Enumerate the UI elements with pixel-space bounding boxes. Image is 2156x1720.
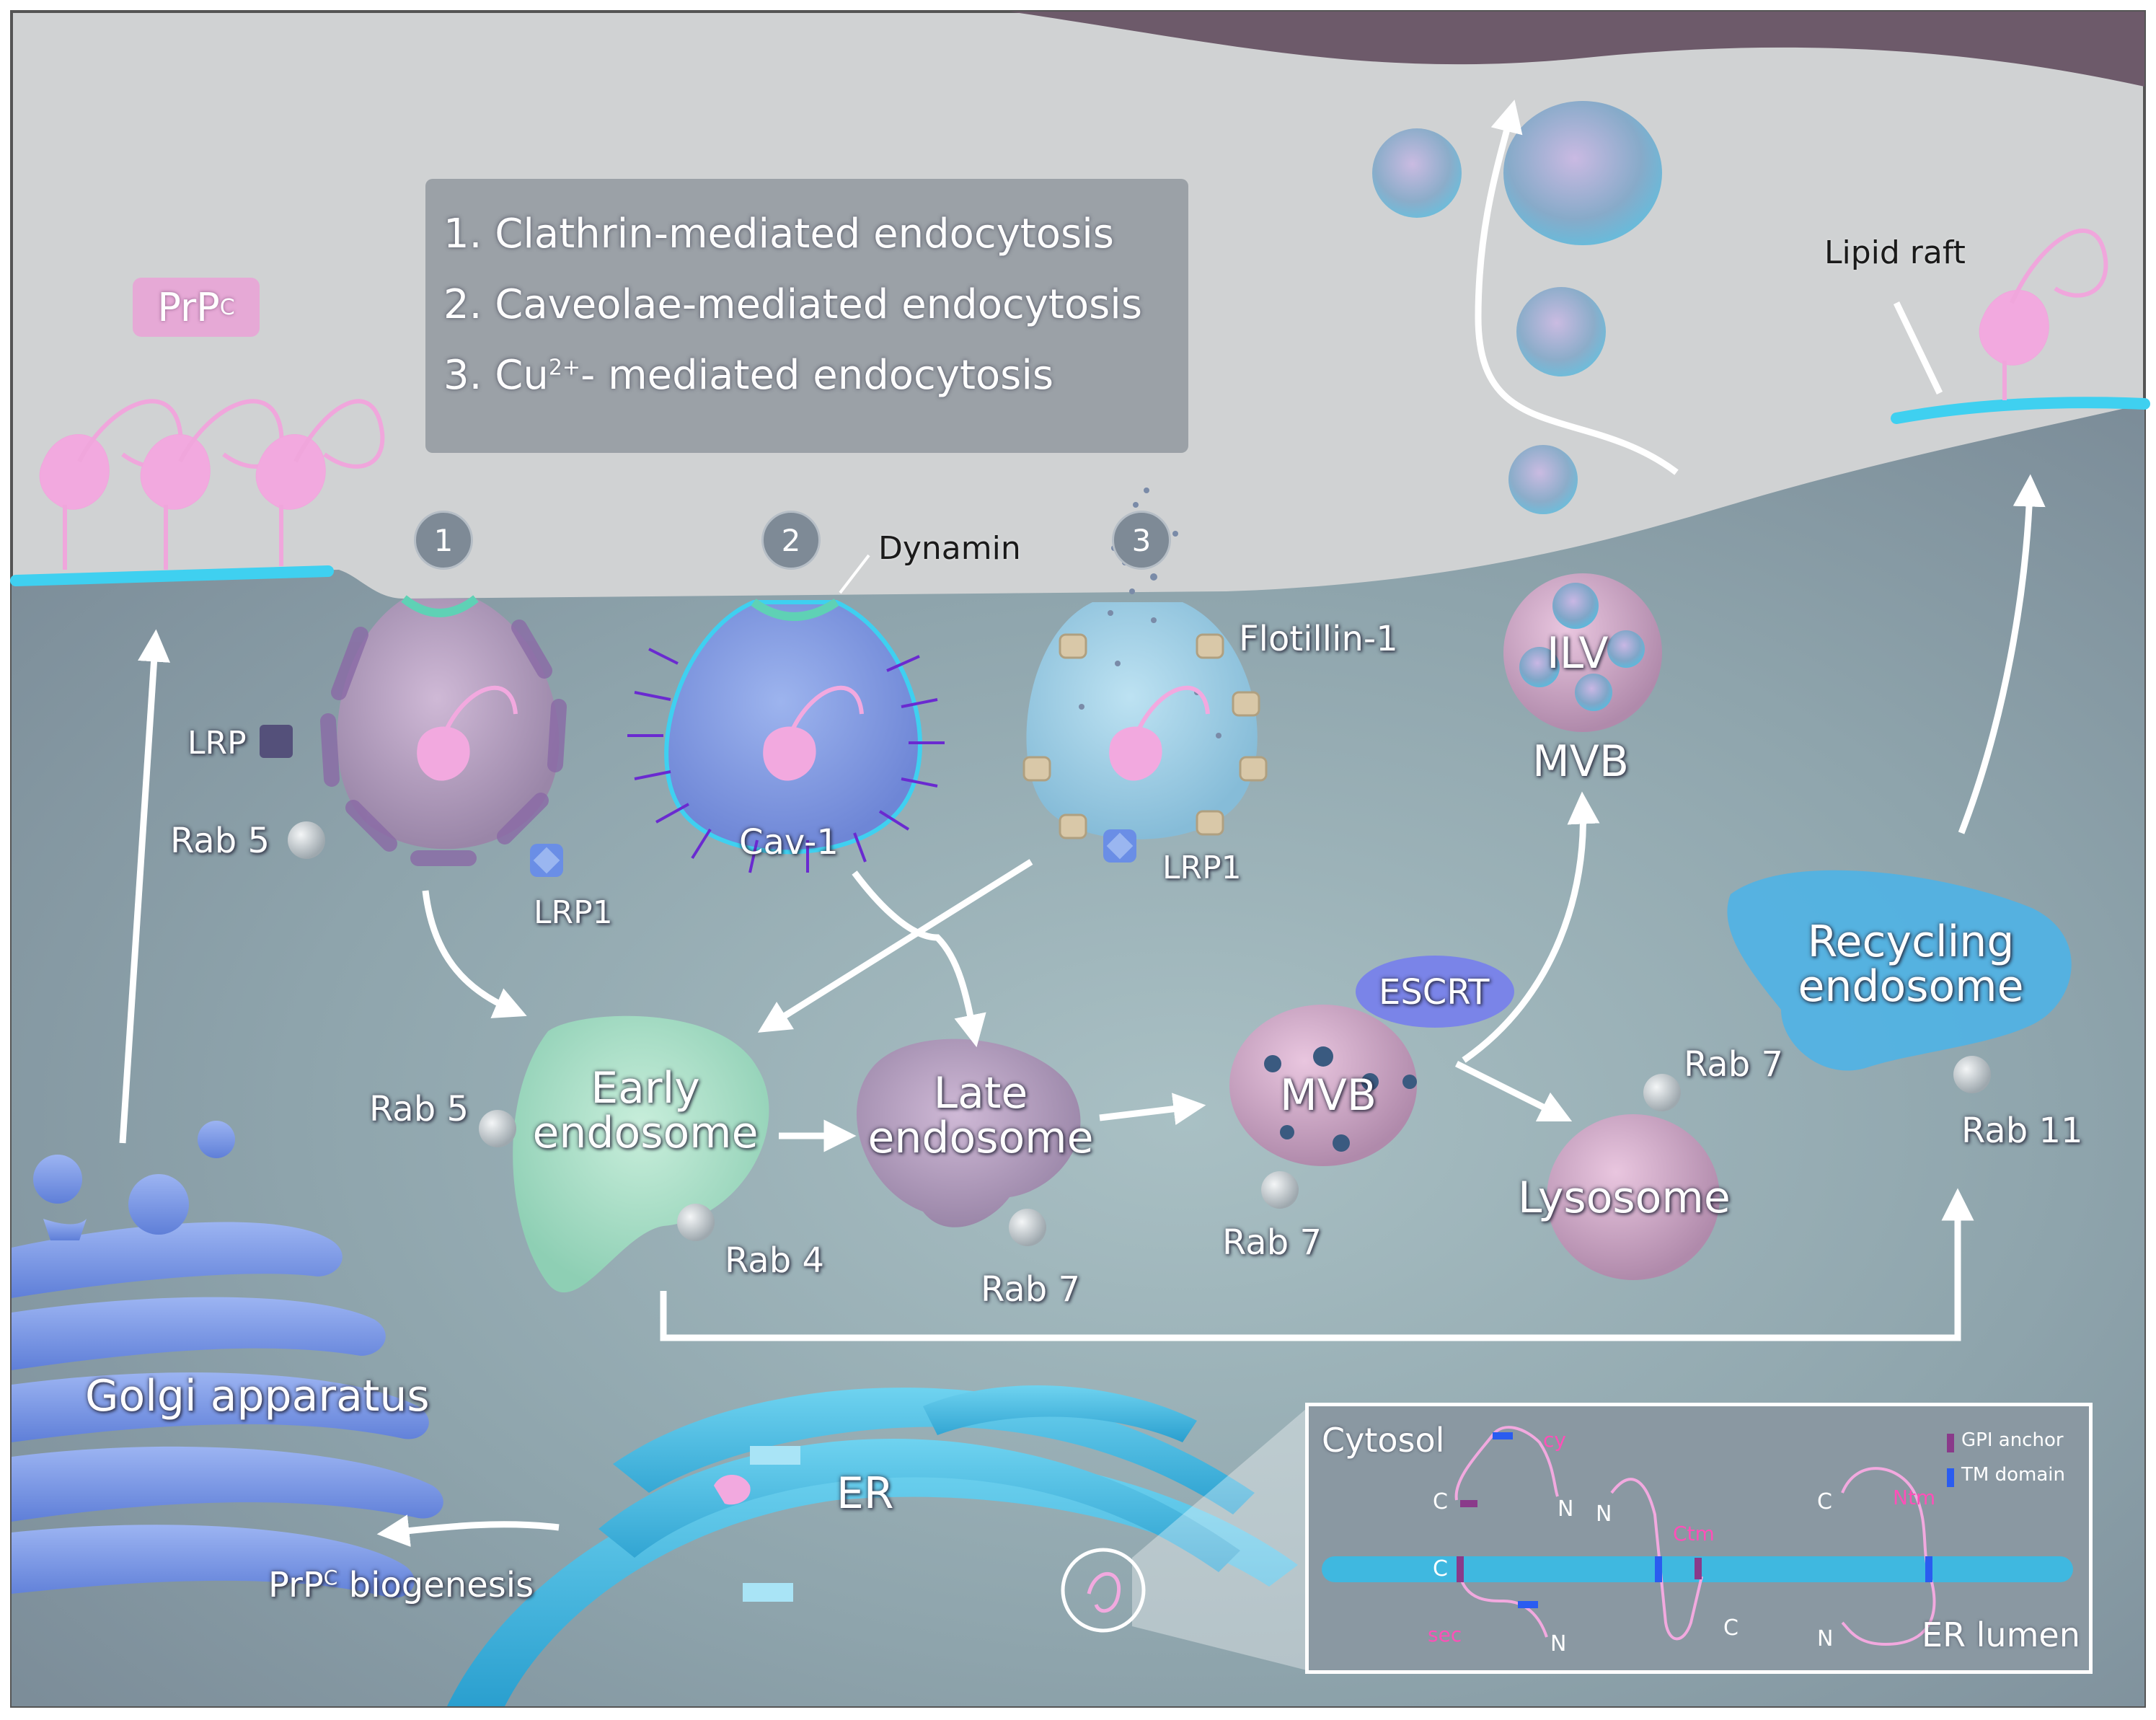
inset-label-ctm: Ctm	[1673, 1522, 1715, 1545]
pathway-number-1: 1	[414, 511, 473, 570]
label-lysosome: Lysosome	[1518, 1173, 1731, 1223]
inset-ntm-n-terminal: N	[1817, 1626, 1834, 1651]
inset-label-er-lumen: ER lumen	[1922, 1615, 2080, 1654]
inset-label-cy: cy	[1543, 1428, 1566, 1452]
label-escrt: ESCRT	[1379, 972, 1490, 1013]
label-early-endosome: Early endosome	[532, 1063, 759, 1158]
legend-caveolae: 2. Caveolae-mediated endocytosis	[443, 281, 1143, 328]
rab7-ball-mvb	[1261, 1171, 1299, 1209]
inset-canvas	[1322, 1426, 2073, 1646]
label-er: ER	[836, 1468, 894, 1519]
label-cav1: Cav-1	[739, 822, 839, 863]
label-mvb-mid: MVB	[1280, 1070, 1377, 1121]
inset-cy-c-terminal: C	[1433, 1489, 1448, 1514]
cy-topology	[1454, 1426, 1559, 1501]
ntm-tm-domain	[1925, 1556, 1932, 1582]
pathway-number-3: 3	[1112, 511, 1171, 570]
ctm-gpi-anchor	[1695, 1558, 1702, 1579]
lipid-raft-left	[10, 565, 334, 586]
rab7-ball-late	[1009, 1209, 1046, 1246]
inset-label-ntm: Ntm	[1893, 1486, 1936, 1509]
label-rab5-top: Rab 5	[170, 821, 270, 861]
legend-copper: 3. Cu2+- mediated endocytosis	[443, 352, 1054, 399]
label-rab11: Rab 11	[1961, 1111, 2083, 1151]
inset-cy-n-terminal: N	[1558, 1496, 1574, 1522]
early-endosome	[513, 1015, 769, 1293]
label-lrp1-left: LRP1	[534, 894, 613, 931]
inset-zoom-wedge	[1132, 1408, 1307, 1670]
label-recycling-endosome: Recycling endosome	[1798, 917, 2024, 1012]
label-mvb-top: MVB	[1532, 736, 1629, 787]
surface-prpc-group	[39, 228, 2108, 570]
lrp1-receptor-left	[530, 844, 563, 877]
vesicle-caveolae	[627, 598, 945, 873]
label-rab4: Rab 4	[725, 1240, 824, 1281]
label-dynamin: Dynamin	[878, 530, 1021, 567]
cy-gpi-anchor	[1460, 1500, 1477, 1507]
label-rab7-mvb: Rab 7	[1222, 1222, 1322, 1263]
label-flotillin: Flotillin-1	[1239, 619, 1398, 659]
label-lrp: LRP	[187, 725, 247, 762]
exosomes	[1372, 101, 1662, 514]
inset-sec-n-terminal: N	[1550, 1631, 1567, 1657]
sec-gpi-anchor	[1457, 1556, 1464, 1582]
legend-clathrin: 1. Clathrin-mediated endocytosis	[443, 211, 1114, 257]
rab5-ball-top	[288, 821, 325, 859]
sec-tm-domain	[1518, 1601, 1538, 1608]
inset-sec-c-terminal: C	[1433, 1556, 1448, 1582]
inset-legend-gpi: GPI anchor	[1961, 1429, 2064, 1451]
late-endosome	[856, 1038, 1081, 1227]
label-lipid-raft: Lipid raft	[1824, 234, 1966, 271]
label-rab7-late: Rab 7	[981, 1269, 1080, 1310]
label-ilv: ILV	[1547, 628, 1609, 679]
mvb-mid	[1229, 1005, 1417, 1166]
endoplasmic-reticulum	[447, 1385, 1298, 1706]
lipid-raft-right	[1891, 397, 2150, 424]
pathway-number-2: 2	[761, 511, 821, 570]
sec-topology	[1459, 1576, 1548, 1638]
label-late-endosome: Late endosome	[867, 1068, 1094, 1163]
inset-label-sec: sec	[1428, 1623, 1462, 1646]
inset-label-cytosol: Cytosol	[1322, 1421, 1445, 1460]
rab7-ball-lyso	[1643, 1074, 1681, 1111]
golgi-apparatus	[12, 1121, 443, 1598]
rab4-ball	[677, 1204, 715, 1241]
lrp1-receptor-right	[1103, 829, 1136, 863]
label-lrp1-right: LRP1	[1162, 850, 1242, 886]
label-golgi: Golgi apparatus	[85, 1371, 430, 1421]
inset-ctm-c-terminal: C	[1723, 1615, 1739, 1641]
inset-legend-tm: TM domain	[1961, 1464, 2065, 1486]
ctm-topology	[1610, 1478, 1703, 1641]
prpc-topology-inset: Cytosol ER lumen GPI anchor TM domain cy…	[1305, 1403, 2093, 1674]
mvb-top	[1503, 573, 1662, 732]
endocytosis-legend: 1. Clathrin-mediated endocytosis 2. Cave…	[425, 179, 1188, 453]
escrt-badge	[1356, 956, 1514, 1028]
cy-tm-domain	[1493, 1432, 1513, 1439]
neighbor-cell	[1009, 12, 2144, 87]
legend-tm-swatch	[1947, 1468, 1954, 1487]
label-prpc-biogenesis: PrPC biogenesis	[268, 1565, 534, 1605]
label-rab7-lyso: Rab 7	[1684, 1044, 1783, 1085]
recycling-endosome	[1727, 870, 2072, 1071]
label-rab5-early: Rab 5	[369, 1089, 469, 1129]
inset-ctm-n-terminal: N	[1596, 1501, 1612, 1527]
legend-gpi-swatch	[1947, 1434, 1954, 1452]
vesicle-clathrin	[320, 595, 567, 866]
rab11-ball	[1953, 1056, 1991, 1093]
dynamin-leader	[839, 554, 870, 594]
trafficking-arrows	[119, 100, 2046, 1547]
inset-ntm-c-terminal: C	[1817, 1489, 1832, 1514]
lrp-receptor	[260, 725, 293, 758]
vesicle-copper	[1022, 488, 1268, 839]
rab5-ball-early	[479, 1110, 516, 1147]
ctm-tm-domain	[1655, 1556, 1662, 1582]
lysosome	[1547, 1114, 1720, 1280]
